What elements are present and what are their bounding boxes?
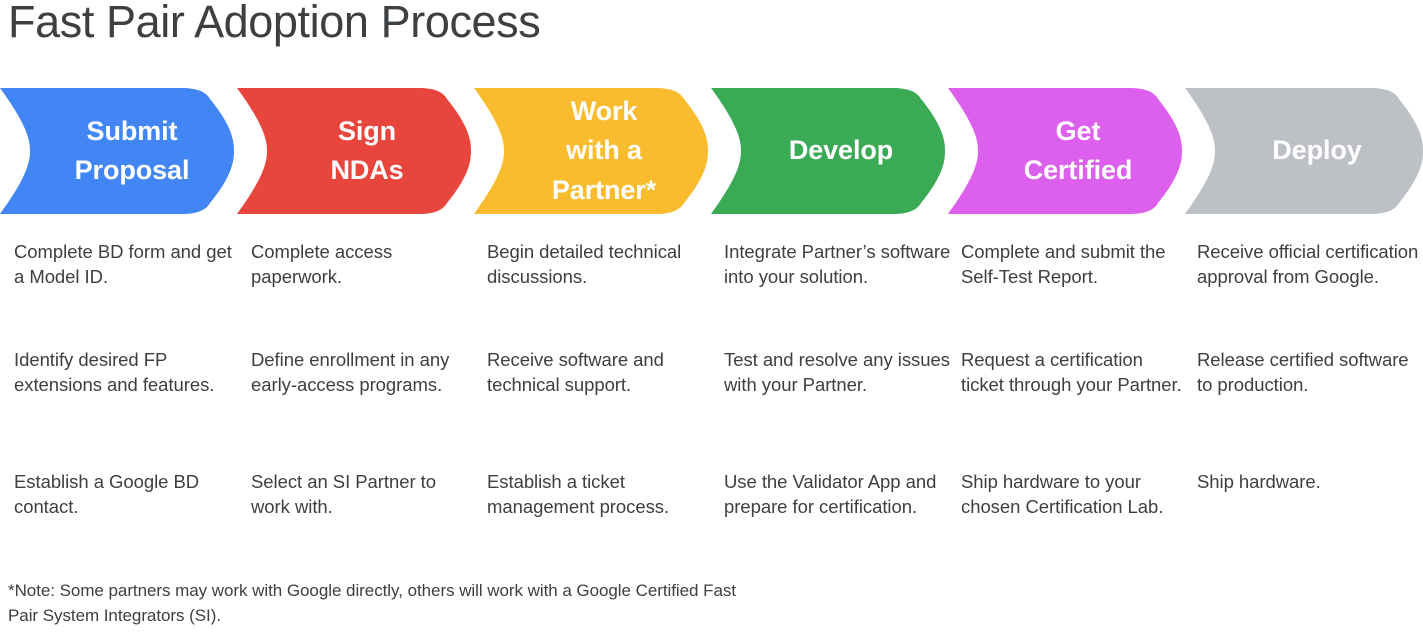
step-item: Use the Validator App and prepare for ce… [724,471,937,517]
step-item: Ship hardware to your chosen Certificati… [961,471,1164,517]
step-item: Release certified software to production… [1197,349,1409,395]
footnote-note: *Note: Some partners may work with Googl… [8,581,737,625]
stage-ribbon-shape [237,88,471,214]
stage-ribbon-label-3: Work with a Partner* [551,96,657,205]
step-item: Complete BD form and get a Model ID. [14,241,232,287]
stage-ribbon-magenta[interactable]: Get Certified [948,88,1182,214]
step-item: Ship hardware. [1197,471,1321,492]
step-item: Select an SI Partner to work with. [251,471,436,517]
stage-ribbon-gray[interactable]: Deploy [1185,88,1423,214]
stage-ribbon-shape [1185,88,1423,214]
stage-ribbon-shape [0,88,234,214]
step-item: Begin detailed technical discussions. [487,241,682,287]
step-item: Complete access paperwork. [251,241,393,287]
process-stage-ribbon-band: Submit Proposal Sign NDAs Work with a Part… [0,88,1423,214]
step-item: Test and resolve any issues with your Pa… [724,349,950,395]
stage-ribbon-shape [948,88,1182,214]
stage-ribbon-label-6: Deploy [1272,135,1362,166]
stage-ribbon-green[interactable]: Develop [711,88,945,214]
step-item: Receive official certification approval … [1197,241,1419,287]
step-item: Receive software and technical support. [487,349,664,395]
stage-ribbon-label-2: Sign NDAs [330,115,404,185]
stage-ribbon-label-4: Develop [788,135,894,166]
stage-ribbon-red[interactable]: Sign NDAs [237,88,471,214]
stage-ribbon-shape [474,88,708,214]
page-title: Fast Pair Adoption Process [8,0,541,47]
step-item: Integrate Partner’s software into your s… [724,241,951,287]
step-item: Establish a ticket management process. [487,471,670,517]
stage-ribbon-label-1: Submit Proposal [74,115,190,185]
stage-ribbon-yellow[interactable]: Work with a Partner* [474,88,708,214]
stage-ribbon-blue[interactable]: Submit Proposal [0,88,234,214]
step-item: Complete and submit the Self-Test Report… [961,241,1166,287]
stage-ribbon-shape [711,88,945,214]
step-item: Identify desired FP extensions and featu… [14,349,215,395]
step-item: Define enrollment in any early-access pr… [251,349,450,395]
step-item: Establish a Google BD contact. [14,471,200,517]
step-item: Request a certification ticket through y… [961,349,1182,395]
stage-ribbon-label-5: Get Certified [1023,115,1133,185]
